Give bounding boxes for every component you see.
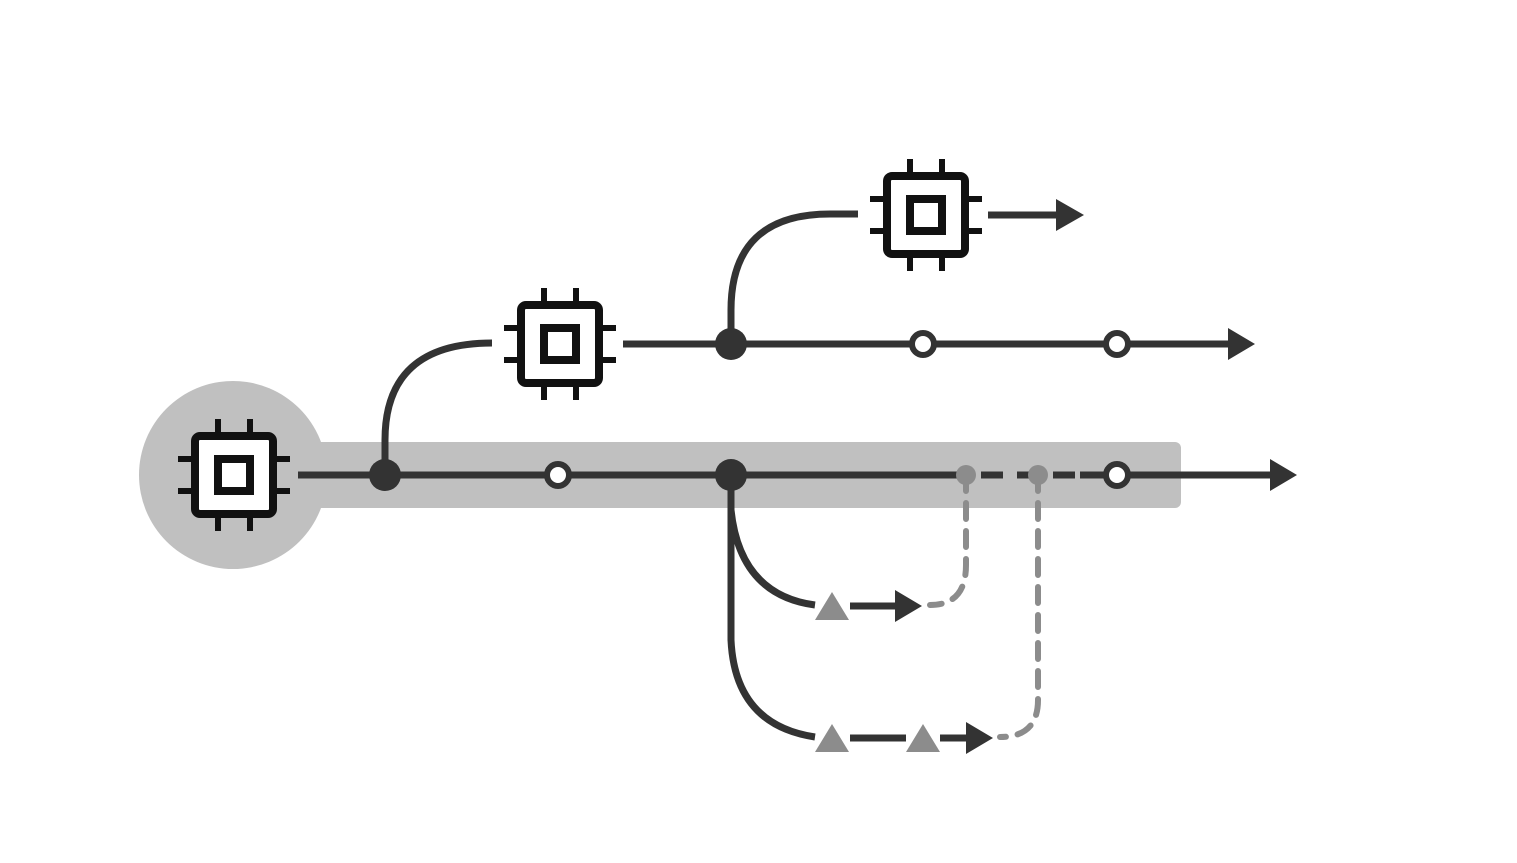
lower-branch-1-arrowhead [895, 590, 922, 622]
main-branch-arrowhead [1270, 459, 1297, 491]
chip-icon [178, 419, 290, 531]
branch-point-node [715, 328, 747, 360]
lower-branch-1-merge-line [927, 472, 969, 608]
lower-branch-2-merge-line [997, 472, 1041, 740]
commit-node [909, 330, 937, 358]
upper-branch-arrowhead [1228, 328, 1255, 360]
commit-node [1103, 461, 1131, 489]
chip-icon [870, 159, 982, 271]
top-branch-curve [727, 210, 858, 344]
upper-branch-curve [381, 339, 493, 475]
commit-node [1103, 330, 1131, 358]
triangle-marker [815, 592, 849, 620]
triangle-marker [815, 724, 849, 752]
top-branch-arrowhead [1056, 199, 1084, 231]
lower-branch-2-arrowhead [966, 722, 993, 754]
triangle-marker [906, 724, 940, 752]
lower-branch-2-curve [727, 475, 816, 741]
pending-commit-node [956, 465, 976, 485]
branch-point-node [715, 459, 747, 491]
chip-icon [504, 288, 616, 400]
branch-point-node [369, 459, 401, 491]
commit-node [544, 461, 572, 489]
pending-commit-node [1028, 465, 1048, 485]
